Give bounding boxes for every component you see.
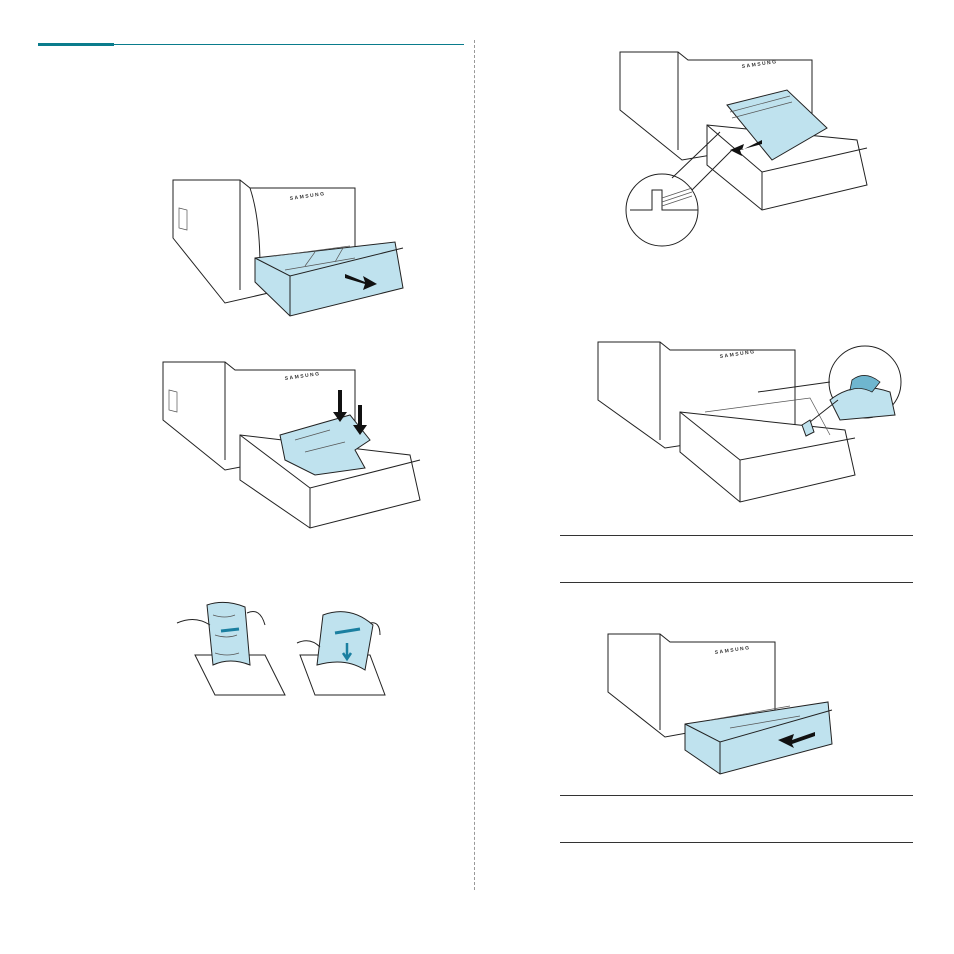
- section-header-accent-bar: [38, 43, 114, 46]
- fig-press-metal-plate: SAMSUNG: [155, 360, 430, 530]
- fig-pull-out-tray: SAMSUNG: [165, 178, 415, 318]
- fig-fan-paper: [175, 595, 390, 705]
- note-rule-top-1: [560, 535, 913, 536]
- note-rule-top-2: [560, 795, 913, 796]
- fig-insert-tray: SAMSUNG: [600, 632, 835, 777]
- fig-load-paper: SAMSUNG: [612, 50, 882, 245]
- section-header-rule: [114, 44, 464, 45]
- note-rule-bottom-2: [560, 842, 913, 843]
- column-divider: [474, 40, 475, 890]
- note-rule-bottom-1: [560, 582, 913, 583]
- fig-adjust-guides: SAMSUNG: [590, 340, 910, 505]
